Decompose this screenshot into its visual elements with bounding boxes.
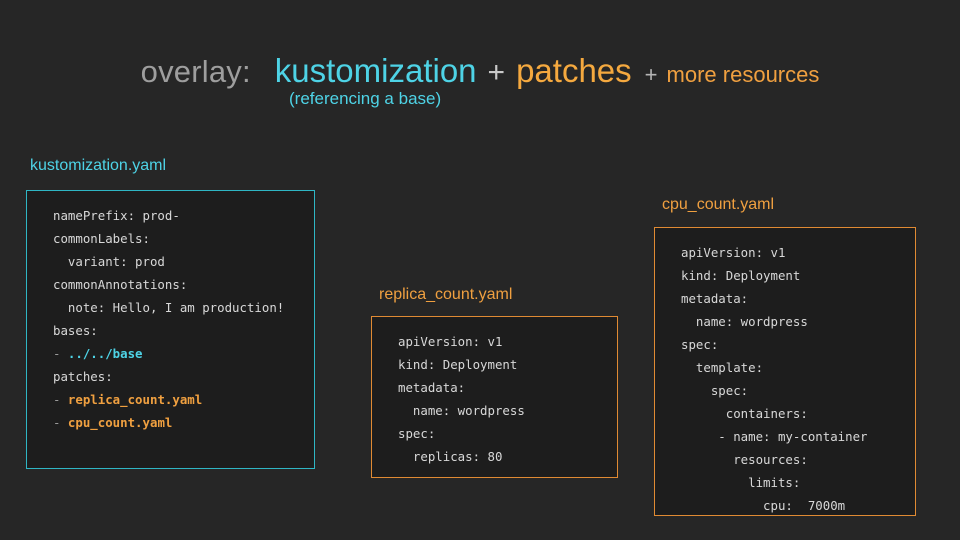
slide-subtitle: (referencing a base)	[289, 89, 442, 108]
code-content-kustomization-yaml: namePrefix: prod- commonLabels: variant:…	[53, 208, 285, 430]
code-content-replica-count-yaml: apiVersion: v1 kind: Deployment metadata…	[398, 334, 525, 464]
code-content-cpu-count-yaml: apiVersion: v1 kind: Deployment metadata…	[681, 245, 868, 513]
title-term-patches: patches	[516, 52, 632, 89]
title-term-more-resources: more resources	[666, 62, 820, 87]
title-plus-two: +	[644, 62, 658, 87]
file-label-kustomization-yaml: kustomization.yaml	[30, 157, 167, 174]
title-plus-one: +	[487, 56, 506, 89]
slide-title: overlay: kustomization + patches + more …	[0, 52, 960, 90]
file-label-replica-count-yaml: replica_count.yaml	[379, 286, 513, 303]
title-term-kustomization: kustomization	[274, 52, 477, 89]
title-prefix: overlay:	[140, 54, 251, 89]
code-block-kustomization-yaml: namePrefix: prod- commonLabels: variant:…	[26, 190, 315, 469]
code-block-replica-count-yaml: apiVersion: v1 kind: Deployment metadata…	[371, 316, 618, 478]
code-block-cpu-count-yaml: apiVersion: v1 kind: Deployment metadata…	[654, 227, 916, 516]
file-label-cpu-count-yaml: cpu_count.yaml	[662, 196, 775, 213]
